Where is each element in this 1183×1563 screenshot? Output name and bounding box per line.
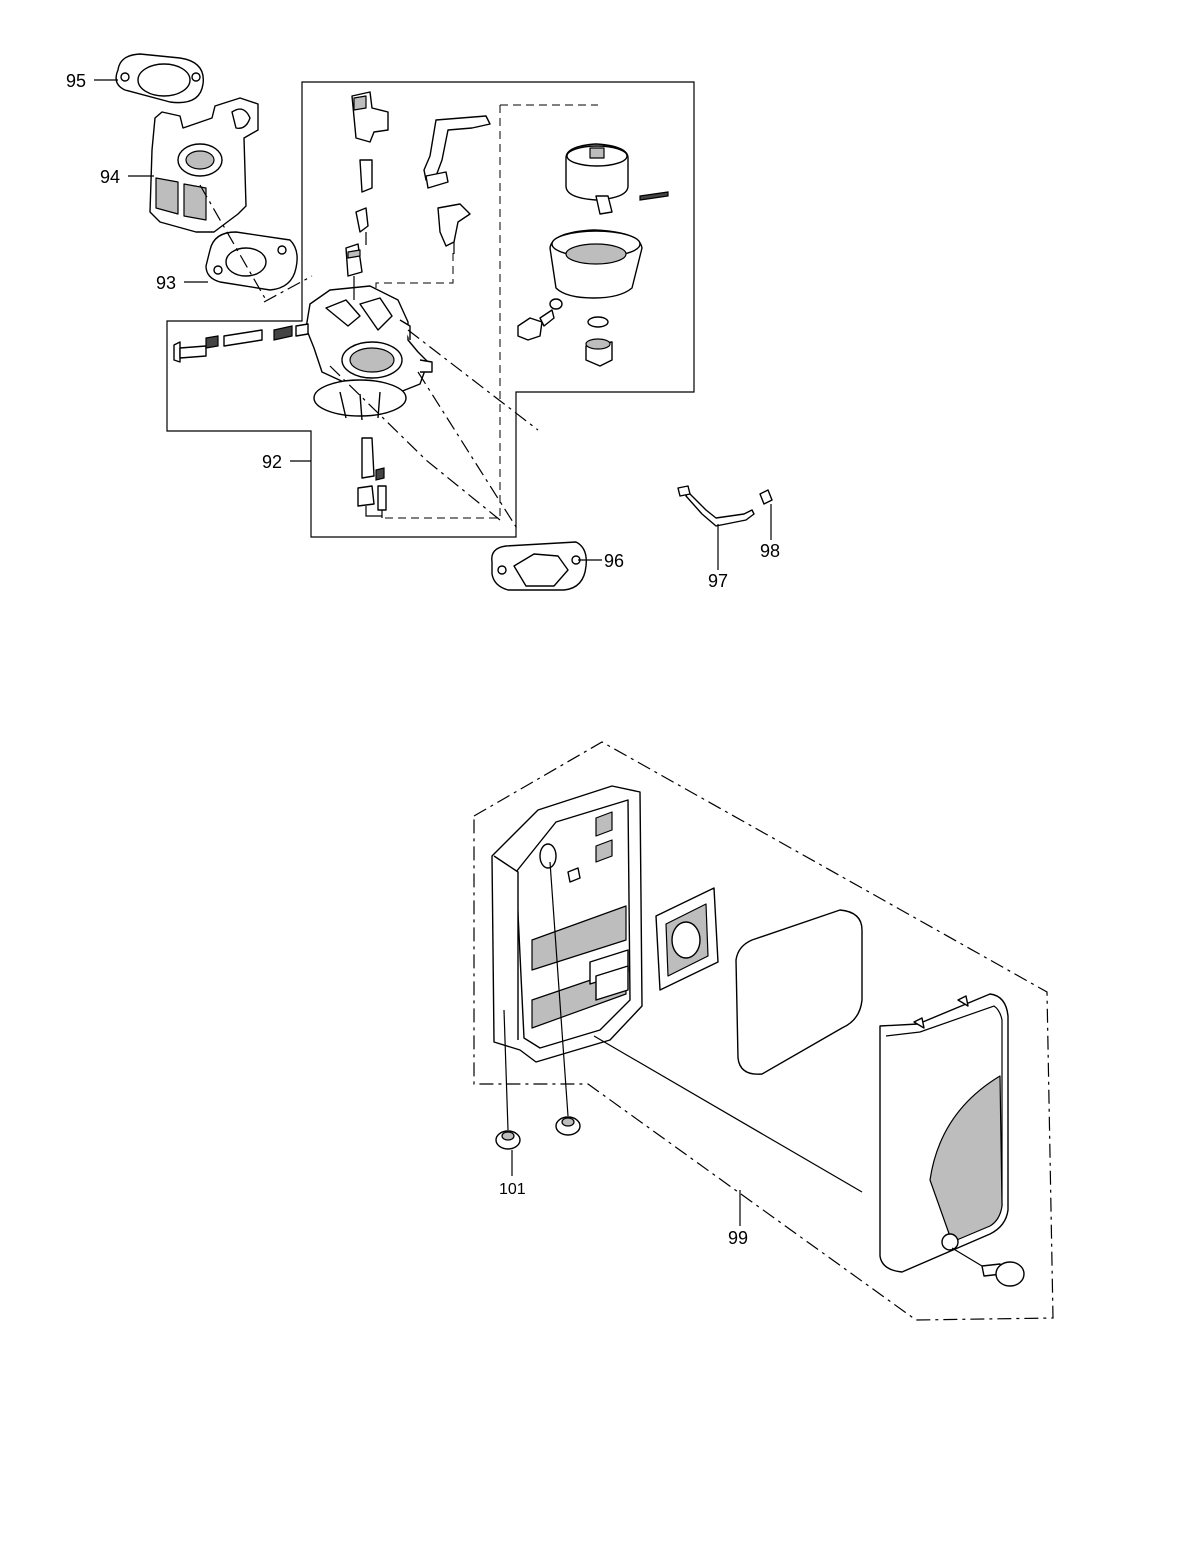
callout-92: 92 (262, 452, 282, 472)
callout-leaders (94, 79, 772, 1226)
carburetor-assembly (115, 53, 695, 538)
idle-screw-assembly (173, 323, 309, 363)
main-jet-parts (357, 437, 387, 518)
nut-right (555, 1116, 581, 1136)
throttle-parts (345, 91, 389, 300)
bracket-94 (149, 97, 259, 233)
hose-97 (677, 485, 755, 527)
gasket-95 (115, 53, 204, 104)
float (565, 143, 669, 215)
air-filter-cover (879, 993, 1009, 1273)
filter-gasket (655, 887, 719, 991)
gasket-96 (491, 541, 587, 591)
choke-lever (423, 115, 491, 254)
callout-93: 93 (156, 273, 176, 293)
carburetor-kit-outline (166, 81, 695, 538)
callout-98: 98 (760, 541, 780, 561)
callout-94: 94 (100, 167, 120, 187)
callout-101: 101 (499, 1181, 526, 1198)
bowl-hardware (517, 298, 613, 367)
cover-knob (951, 1247, 1025, 1287)
foam-element (735, 909, 863, 1075)
float-bowl (549, 229, 643, 299)
clip-98 (759, 489, 773, 505)
carburetor-body (305, 285, 433, 421)
air-filter-assembly (473, 741, 1054, 1321)
nut-left (495, 1130, 521, 1150)
gasket-93 (205, 231, 298, 291)
callout-95: 95 (66, 71, 86, 91)
callout-97: 97 (708, 571, 728, 591)
air-filter-base (491, 785, 643, 1063)
air-filter-group-outline (473, 741, 1054, 1321)
float-bowl-group-outline (375, 104, 598, 519)
callout-99: 99 (728, 1228, 748, 1248)
callout-96: 96 (604, 551, 624, 571)
